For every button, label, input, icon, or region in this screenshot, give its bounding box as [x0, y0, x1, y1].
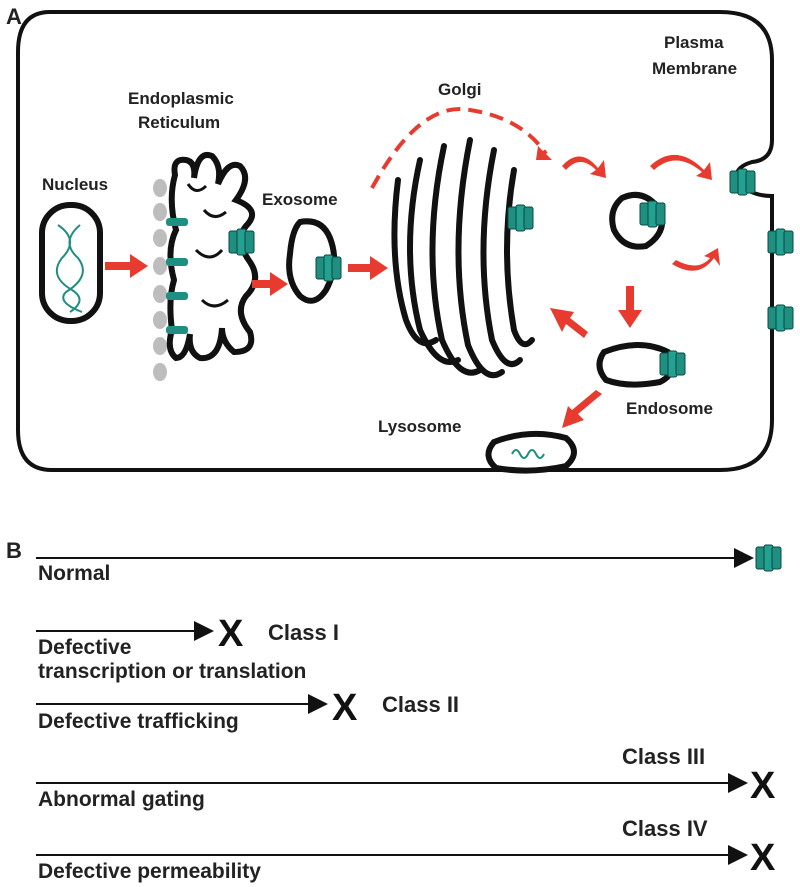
- cell-outline: [16, 10, 774, 472]
- class1-label: Class I: [268, 620, 339, 645]
- class3-label: Class III: [622, 744, 705, 769]
- endosome-label: Endosome: [626, 399, 713, 418]
- er-label-line2: Reticulum: [138, 113, 220, 132]
- dashed-arc-golgi: [370, 107, 548, 189]
- class3-text: Abnormal gating: [38, 788, 205, 811]
- row-normal-label: Normal: [38, 562, 110, 585]
- class2-label: Class II: [382, 692, 459, 717]
- arrow-endosome-to-golgi: [550, 308, 588, 338]
- lysosome: [485, 430, 577, 474]
- class1-x-mark: X: [218, 613, 244, 655]
- lysosome-label: Lysosome: [378, 417, 461, 436]
- membrane-label-line2: Membrane: [652, 59, 737, 78]
- arrow-er-to-exosome: [252, 272, 288, 296]
- arrow-endosome-to-lysosome: [562, 390, 602, 428]
- endosome: [596, 342, 686, 388]
- dashed-arc-head: [536, 146, 552, 160]
- vesicle: [609, 192, 666, 250]
- golgi-label: Golgi: [438, 80, 481, 99]
- exosome-label: Exosome: [262, 190, 338, 209]
- exosome: [286, 218, 342, 304]
- arrow-nucleus-to-er: [105, 254, 148, 278]
- endoplasmic-reticulum: [153, 152, 259, 381]
- nucleus-label: Nucleus: [42, 175, 108, 194]
- panel-b-label: B: [6, 538, 22, 563]
- nucleus: [39, 202, 103, 324]
- membrane-channel-2: [767, 228, 794, 256]
- arrow-vesicle-to-endosome: [618, 286, 642, 328]
- golgi: [391, 137, 535, 379]
- class4-x-mark: X: [750, 837, 776, 879]
- membrane-channel-1: [729, 168, 756, 196]
- curved-arrow-2: [650, 154, 712, 180]
- class2-x-mark: X: [332, 687, 358, 729]
- membrane-channel-3: [767, 304, 794, 332]
- class3-x-mark: X: [750, 765, 776, 807]
- class1-text-line1: Defective: [38, 636, 131, 659]
- curved-arrow-3: [672, 248, 720, 271]
- panel-a-label: A: [6, 4, 22, 29]
- normal-channel: [755, 544, 782, 572]
- class4-text: Defective permeability: [38, 860, 261, 883]
- class4-label: Class IV: [622, 816, 708, 841]
- arrow-exosome-to-golgi: [348, 256, 388, 280]
- curved-arrow-1: [562, 156, 606, 178]
- class2-text: Defective trafficking: [38, 710, 239, 733]
- class1-text-line2: transcription or translation: [38, 660, 306, 683]
- er-label-line1: Endoplasmic: [128, 89, 234, 108]
- membrane-label-line1: Plasma: [664, 33, 724, 52]
